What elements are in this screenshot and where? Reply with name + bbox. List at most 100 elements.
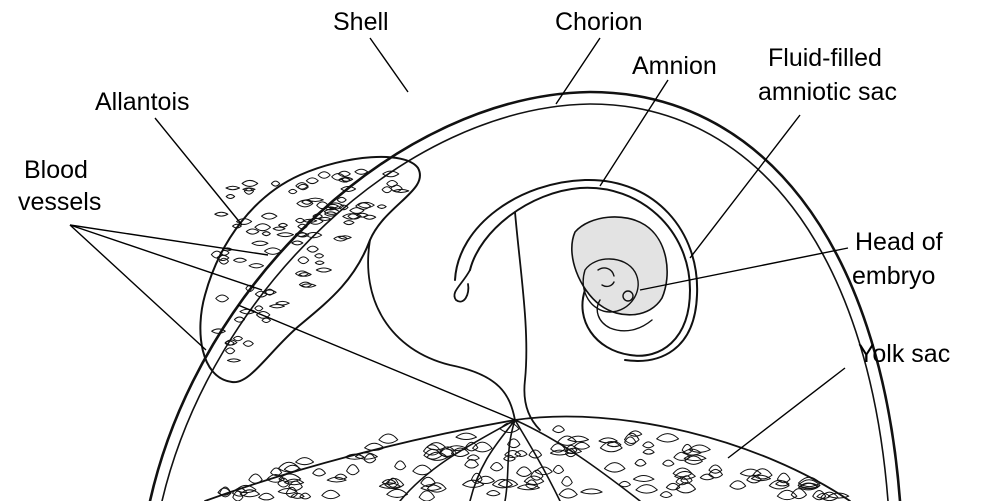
yolk-vessel-cell [660,492,672,498]
yolk-vessel-cell [604,463,625,472]
label-blood-line1: Blood [24,156,88,184]
label-head-line1: Head of [855,228,943,256]
yolk-vessel-cell [730,481,746,489]
yolk-vessel-cell [487,490,500,495]
yolk-vessel-cell [635,459,646,466]
yolk-vessel-cell [791,489,806,499]
yolk-vessel-cell [278,462,299,472]
blood-vessel-cell [387,181,398,187]
blood-vessel-cell [318,172,330,178]
blood-vessel-cell [307,246,318,252]
yolk-vessel-cell [296,458,314,465]
label-head-line2: embryo [852,262,935,290]
allantoic-stalk [368,240,515,420]
yolk-vessel-cell [249,474,262,483]
blood-vessel-cell [292,241,303,245]
yolk-vessel-cell [657,434,679,442]
label-fluid-line2: amniotic sac [758,78,897,106]
blood-vessel-cell [315,261,324,265]
yolk-vessel-cell [465,460,479,468]
blood-vessel-cell [289,189,297,193]
yolk-vessel-cell [424,449,442,459]
blood-vessel-cell [255,224,271,231]
yolk-vessel-cell [562,476,573,486]
yolk-vessel-cell [347,465,360,475]
label-fluid-line1: Fluid-filled [768,44,882,72]
yolk-vessel-cell [259,493,274,500]
blood-vessel-cell [242,180,258,186]
blood-vessel-cell [261,213,276,219]
yolk-vessel-cell [473,442,492,452]
blood-vessel-cell [226,194,235,198]
yolk-vessel-cell [574,442,589,449]
yolk-vessel-cell [559,489,577,498]
blood-vessel-cell [350,208,364,214]
blood-vessel-cell [298,257,309,264]
yolk-vessel-cell [419,491,434,501]
blood-vessel-cell [262,232,270,236]
blood-vessel-cell [212,329,226,333]
blood-vessel-cell [252,241,268,245]
label-yolk-sac: Yolk sac [858,340,950,368]
blood-vessel-cell [249,264,264,268]
blood-vessel-cell [377,205,386,209]
yolk-vessel-cell [663,460,674,466]
allantois-sac [200,157,420,382]
amnion-tail [454,270,470,302]
yolk-vessel-cell [504,455,515,461]
yolk-vessel-cell [327,477,346,482]
blood-vessel-cell [216,295,229,302]
yolk-vessel-branch [400,420,515,501]
yolk-vessel-cell [322,490,340,498]
blood-vessel-cell [364,215,376,219]
blood-vessel-cell [337,197,346,202]
blood-vessel-cell [344,221,354,225]
blood-vessel-cell [227,359,240,362]
blood-vessel-cell [315,254,324,258]
blood-vessel-cell [243,188,255,191]
blood-vessel-cell [356,203,371,210]
blood-vessel-cell [233,336,242,340]
chorion-outline [162,104,888,501]
yolk-vessel-cell [313,469,326,476]
yolk-vessel-cell [553,426,565,433]
blood-vessel-cell [355,169,368,174]
allantoic-stalk-inner [515,212,540,430]
blood-vessel-cell [301,284,316,287]
yolk-vessel-cell [477,476,494,483]
yolk-vessel-cell [553,465,563,473]
yolk-vessel-cell [395,461,406,470]
blood-vessel-cell [262,318,270,322]
blood-vessel-cell [316,268,331,272]
blood-vessel-cell [306,178,318,184]
blood-vessel-cell [226,186,240,189]
blood-vessel-cell [246,229,258,234]
blood-vessel-cell [270,305,285,308]
blood-vessel-cell [391,185,402,192]
blood-vessel-cell [234,258,247,262]
blood-vessel-cell [215,212,228,216]
blood-vessel-cell [255,306,263,311]
blood-vessel-cell [226,348,235,354]
yolk-vessel-cell [517,467,532,477]
blood-vessel-cell [382,187,392,193]
yolk-sac [205,417,850,501]
blood-vessel-cell [243,341,253,347]
yolk-vessel-cell [633,475,654,481]
yolk-vessel-cell [636,485,657,493]
yolk-vessel-cell [643,442,654,448]
yolk-vessel-cell [379,434,398,443]
amniotic-fluid [572,217,667,315]
yolk-vessel-cell [491,462,503,470]
yolk-vessel-cell [456,433,477,439]
label-amnion: Amnion [632,52,717,80]
blood-vessel-cell [277,233,293,237]
yolk-vessel-cell [581,489,602,494]
yolk-vessel-cell [643,449,654,454]
blood-vessel-cell [271,181,279,186]
label-blood-line2: vessels [18,188,101,216]
label-chorion: Chorion [555,8,643,36]
label-allantois: Allantois [95,88,190,116]
label-shell: Shell [333,8,389,36]
